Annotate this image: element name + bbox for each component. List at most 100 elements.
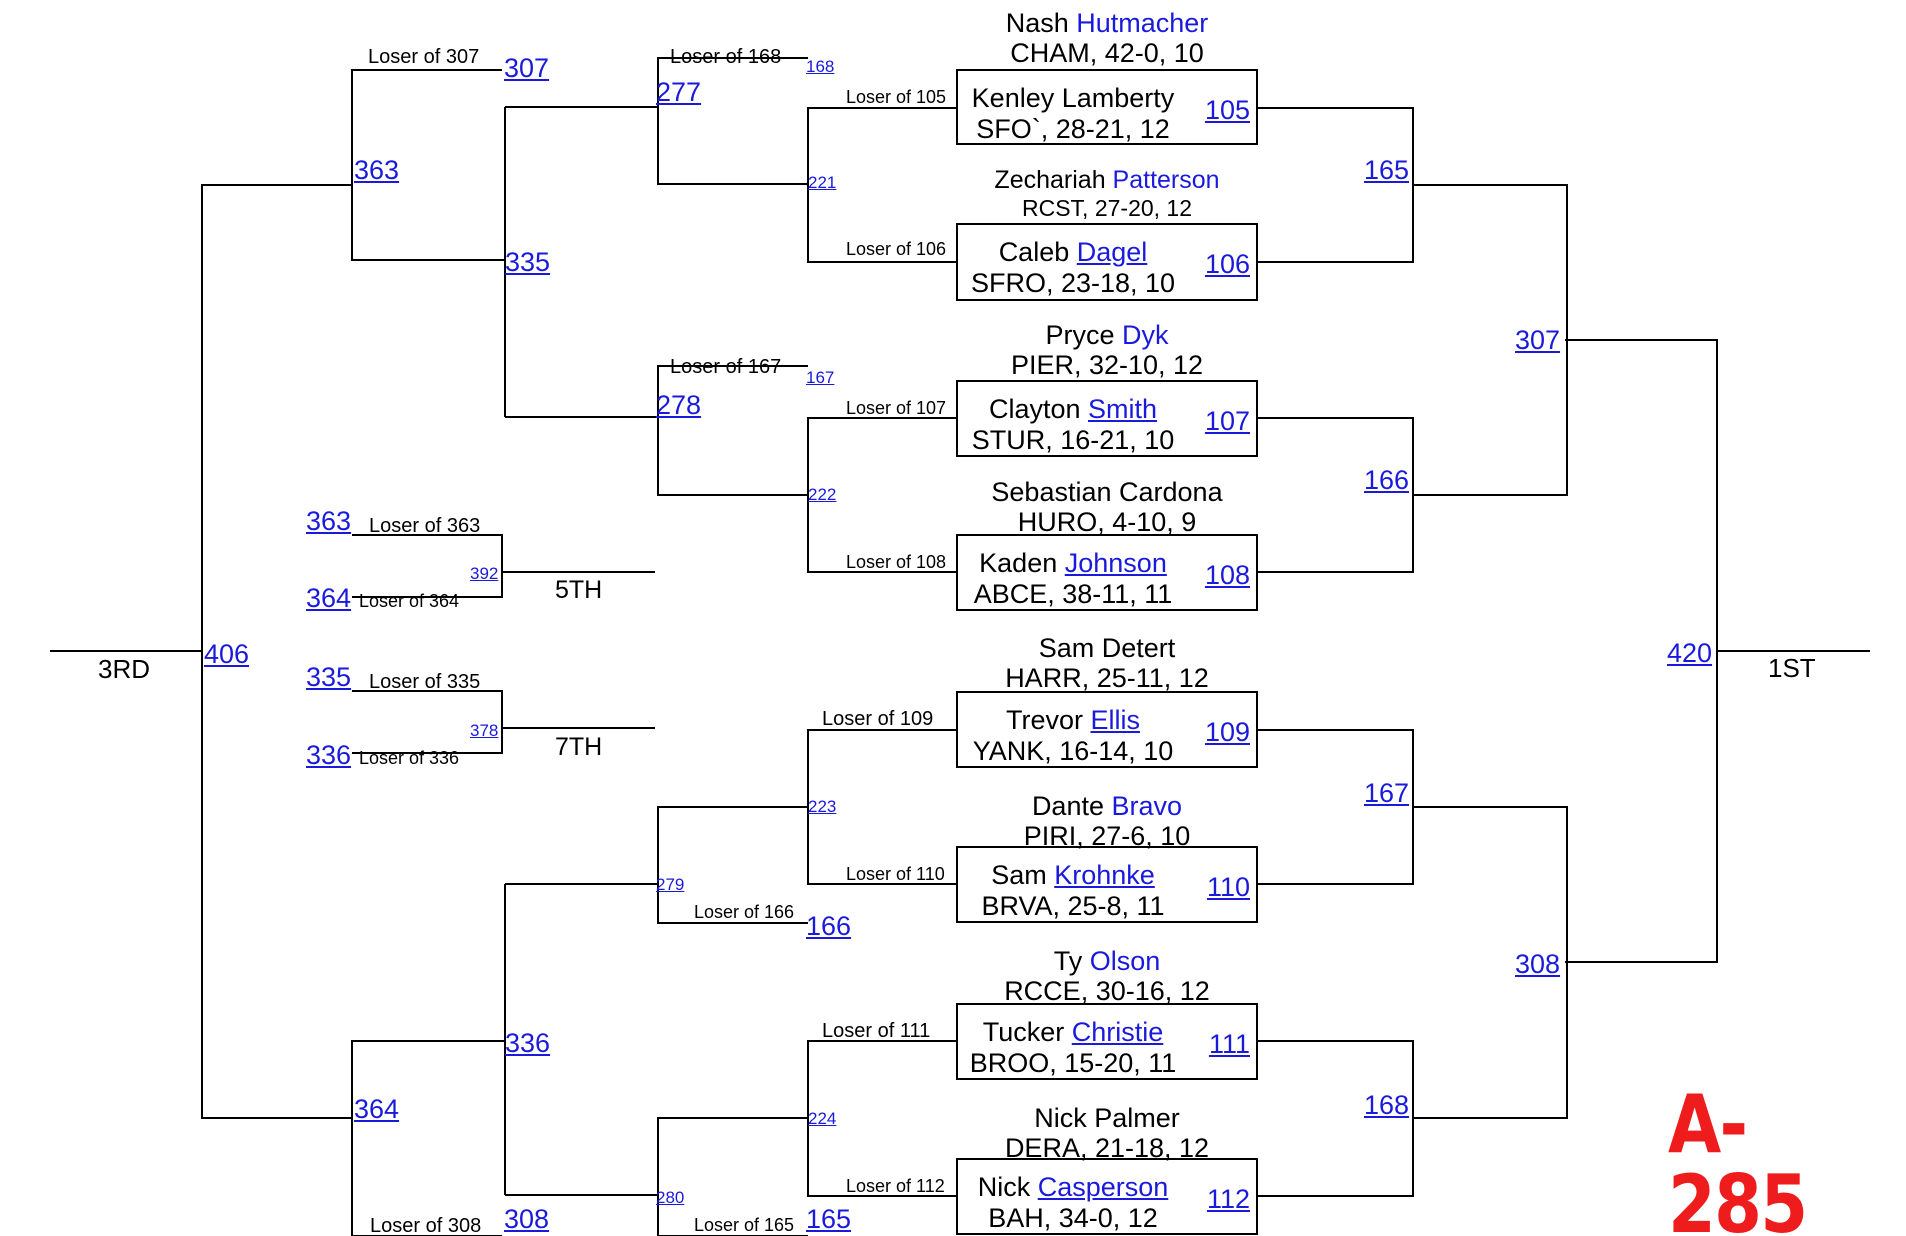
wrestler-11-name: Dante Bravo	[1031, 791, 1183, 821]
bout-278-link[interactable]: 278	[656, 390, 702, 420]
bout-307-ref-link[interactable]: 307	[504, 53, 550, 83]
bout-167-link[interactable]: 167	[1364, 778, 1410, 808]
wrestler-4-last-link[interactable]: Dagel	[1076, 237, 1148, 267]
wrestler-3-team: RCST, 27-20, 12	[1021, 195, 1193, 221]
wrestler-3-name: Zechariah Patterson	[994, 166, 1220, 194]
bout-307-link[interactable]: 307	[1515, 325, 1561, 355]
seventh-place-label: 7TH	[555, 733, 603, 761]
wrestler-7-name: Sebastian Cardona	[991, 477, 1223, 507]
wrestler-12-last-link[interactable]: Krohnke	[1054, 860, 1155, 890]
wrestler-box-10: Trevor Ellis YANK, 16-14, 10 109	[956, 691, 1258, 768]
bout-336-ref-link[interactable]: 336	[306, 740, 352, 770]
bout-168-ref-link[interactable]: 168	[806, 57, 835, 76]
loser-of-111-label: Loser of 111	[822, 1020, 931, 1042]
wrestler-5-last-link[interactable]: Dyk	[1122, 320, 1169, 350]
loser-of-109-label: Loser of 109	[822, 708, 934, 730]
bout-392-link[interactable]: 392	[470, 564, 499, 583]
loser-of-110-label: Loser of 110	[846, 864, 945, 884]
wrestler-1-team: CHAM, 42-0, 10	[1010, 38, 1204, 68]
bout-280-link[interactable]: 280	[656, 1188, 685, 1207]
loser-of-167-label: Loser of 167	[670, 356, 782, 378]
bout-335-ref-link[interactable]: 335	[306, 662, 352, 692]
bout-111-link[interactable]: 111	[1208, 1029, 1250, 1059]
wrestler-box-6: Clayton Smith STUR, 16-21, 10 107	[956, 380, 1258, 457]
wrestler-6-last-link[interactable]: Smith	[1088, 394, 1158, 424]
wrestler-box-2: Kenley Lamberty SFO`, 28-21, 12 105	[956, 69, 1258, 145]
third-place-label: 3RD	[98, 654, 151, 684]
bout-335-link[interactable]: 335	[505, 247, 551, 277]
bout-363-link[interactable]: 363	[354, 155, 400, 185]
wrestler-15-name: Nick Palmer	[1034, 1103, 1180, 1133]
loser-of-165-label: Loser of 165	[694, 1215, 795, 1235]
wrestler-1-last-link[interactable]: Hutmacher	[1076, 8, 1209, 38]
wrestler-7-team: HURO, 4-10, 9	[1017, 507, 1197, 537]
first-place-label: 1ST	[1768, 653, 1816, 683]
wrestler-8-last-link[interactable]: Johnson	[1064, 548, 1167, 578]
bout-165-link[interactable]: 165	[1364, 155, 1410, 185]
bout-378-link[interactable]: 378	[470, 721, 499, 740]
loser-of-107-label: Loser of 107	[846, 398, 947, 418]
bout-168-link[interactable]: 168	[1364, 1090, 1410, 1120]
bout-363-ref-link[interactable]: 363	[306, 506, 352, 536]
bout-107-link[interactable]: 107	[1204, 406, 1250, 436]
wrestler-15-team: DERA, 21-18, 12	[1004, 1133, 1210, 1163]
wrestler-16-last-link[interactable]: Casperson	[1037, 1172, 1169, 1202]
bout-109-link[interactable]: 109	[1204, 717, 1250, 747]
bout-364-ref-link[interactable]: 364	[306, 583, 352, 613]
loser-of-364-label: Loser of 364	[359, 591, 460, 611]
bout-420-link[interactable]: 420	[1667, 638, 1713, 668]
wrestler-11-team: PIRI, 27-6, 10	[1023, 821, 1191, 851]
bout-364-link[interactable]: 364	[354, 1094, 400, 1124]
bout-106-link[interactable]: 106	[1204, 249, 1250, 279]
wrestler-13-last-link[interactable]: Olson	[1089, 946, 1161, 976]
bout-223-link[interactable]: 223	[808, 797, 837, 816]
loser-of-168-label: Loser of 168	[670, 46, 782, 68]
wrestler-box-8: Kaden Johnson ABCE, 38-11, 11 108	[956, 534, 1258, 611]
wrestler-box-16: Nick Casperson BAH, 34-0, 12 112	[956, 1158, 1258, 1235]
loser-of-105-label: Loser of 105	[846, 87, 947, 107]
fifth-place-label: 5TH	[555, 576, 603, 604]
loser-of-335-label: Loser of 335	[369, 671, 481, 693]
wrestler-10-last-link[interactable]: Ellis	[1090, 705, 1141, 735]
bout-308-link[interactable]: 308	[1515, 949, 1561, 979]
loser-of-112-label: Loser of 112	[846, 1176, 945, 1196]
wrestler-5-team: PIER, 32-10, 12	[1010, 350, 1204, 380]
bout-167-ref-link[interactable]: 167	[806, 368, 835, 387]
wrestler-9-name: Sam Detert	[1038, 633, 1176, 663]
wrestler-box-14: Tucker Christie BROO, 15-20, 11 111	[956, 1003, 1258, 1080]
loser-of-108-label: Loser of 108	[846, 552, 947, 572]
bout-222-link[interactable]: 222	[808, 485, 837, 504]
bout-110-link[interactable]: 110	[1206, 872, 1250, 902]
bout-221-link[interactable]: 221	[808, 173, 837, 192]
bout-406-link[interactable]: 406	[204, 639, 250, 669]
bout-224-link[interactable]: 224	[808, 1109, 837, 1128]
bracket-code-stamp: A-285	[1668, 1078, 1808, 1236]
bout-308-ref-link[interactable]: 308	[504, 1204, 550, 1234]
loser-of-363-label: Loser of 363	[369, 515, 481, 537]
bout-277-link[interactable]: 277	[656, 77, 702, 107]
bout-165-ref-link[interactable]: 165	[806, 1204, 852, 1234]
wrestler-box-4: Caleb Dagel SFRO, 23-18, 10 106	[956, 223, 1258, 301]
wrestler-11-last-link[interactable]: Bravo	[1111, 791, 1183, 821]
bout-105-link[interactable]: 105	[1204, 95, 1250, 125]
loser-of-307-label: Loser of 307	[368, 46, 480, 68]
bout-166-link[interactable]: 166	[1364, 465, 1410, 495]
wrestler-3-last-link[interactable]: Patterson	[1112, 166, 1220, 194]
wrestler-9-team: HARR, 25-11, 12	[1005, 663, 1209, 693]
bout-108-link[interactable]: 108	[1204, 560, 1250, 590]
wrestler-13-name: Ty Olson	[1053, 946, 1161, 976]
bout-336-link[interactable]: 336	[505, 1028, 551, 1058]
loser-of-166-label: Loser of 166	[694, 902, 795, 922]
wrestler-14-last-link[interactable]: Christie	[1071, 1017, 1164, 1047]
wrestler-5-name: Pryce Dyk	[1045, 320, 1169, 350]
wrestler-13-team: RCCE, 30-16, 12	[1004, 976, 1210, 1006]
loser-of-308-label: Loser of 308	[370, 1215, 482, 1236]
bout-112-link[interactable]: 112	[1206, 1184, 1250, 1214]
loser-of-106-label: Loser of 106	[846, 239, 947, 259]
loser-of-336-label: Loser of 336	[359, 748, 460, 768]
wrestler-1-name: Nash Hutmacher	[1005, 8, 1209, 38]
bout-166-ref-link[interactable]: 166	[806, 911, 852, 941]
bout-279-link[interactable]: 279	[656, 875, 685, 894]
